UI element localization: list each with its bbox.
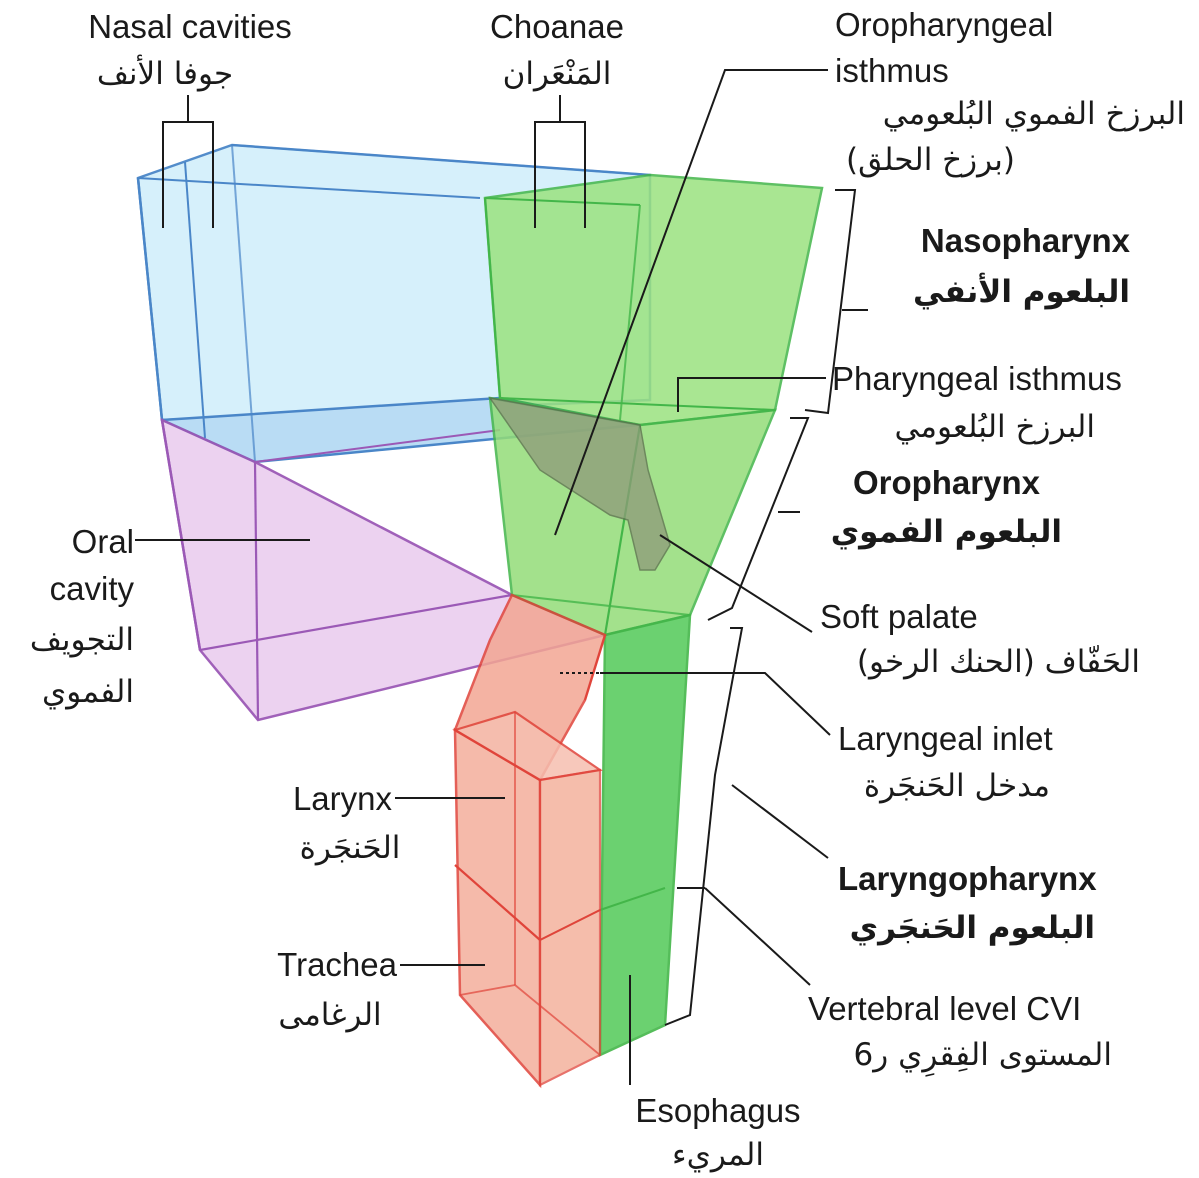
nasal-cavities-label: Nasal cavities xyxy=(88,8,292,45)
vertebral-level-label-ar: المستوى الفِقرِي ر6 xyxy=(854,1037,1112,1078)
esophagus-label-ar: المريء xyxy=(672,1137,764,1173)
pharyngeal-isthmus-label: Pharyngeal isthmus xyxy=(832,360,1122,397)
trachea-label: Trachea xyxy=(277,946,397,983)
laryngopharynx-label: Laryngopharynx xyxy=(838,860,1097,897)
trachea-label-ar: الرغامى xyxy=(278,997,381,1033)
vertebral-level-label: Vertebral level CVI xyxy=(808,990,1081,1027)
pharyngeal-isthmus-label-ar: البرزخ البُلعومي xyxy=(895,409,1095,445)
laryngopharynx-leader xyxy=(732,785,828,858)
larynx-label-ar: الحَنجَرة xyxy=(300,830,401,866)
oropharynx-label: Oropharynx xyxy=(853,464,1041,501)
vertebral-leader xyxy=(705,888,810,985)
larynx-trachea-block xyxy=(455,595,605,1085)
oro-isthmus-label-ar-1: البرزخ الفموي البُلعومي xyxy=(883,96,1185,132)
larynx-label: Larynx xyxy=(293,780,393,817)
oral-cavity-label-2: cavity xyxy=(50,570,135,607)
choanae-label: Choanae xyxy=(490,8,624,45)
esophagus-label: Esophagus xyxy=(635,1092,800,1129)
nasopharynx-label-ar: البلعوم الأنفي xyxy=(913,272,1130,310)
oro-isthmus-label-2: isthmus xyxy=(835,52,949,89)
oral-cavity-label-1: Oral xyxy=(72,523,134,560)
choanae-label-ar: المَنْعَران xyxy=(503,56,612,92)
laryngopharynx-label-ar: البلعوم الحَنجَري xyxy=(850,910,1095,946)
laryngeal-inlet-label-ar: مدخل الحَنجَرة xyxy=(864,768,1050,804)
oro-isthmus-label-ar-2: (برزخ الحلق) xyxy=(846,142,1015,178)
nasal-cavities-label-ar: جوفا الأنف xyxy=(97,54,233,92)
oral-cavity-label-ar-1: التجويف xyxy=(30,622,134,658)
oropharynx-label-ar: البلعوم الفموي xyxy=(831,514,1062,550)
laryngeal-inlet-label: Laryngeal inlet xyxy=(838,720,1053,757)
soft-palate-label-ar: الحَفّاف (الحنك الرخو) xyxy=(857,644,1140,680)
nasopharynx-label: Nasopharynx xyxy=(921,222,1131,259)
oro-isthmus-label-1: Oropharyngeal xyxy=(835,6,1053,43)
oral-cavity-label-ar-2: الفموي xyxy=(42,674,134,710)
soft-palate-label: Soft palate xyxy=(820,598,978,635)
